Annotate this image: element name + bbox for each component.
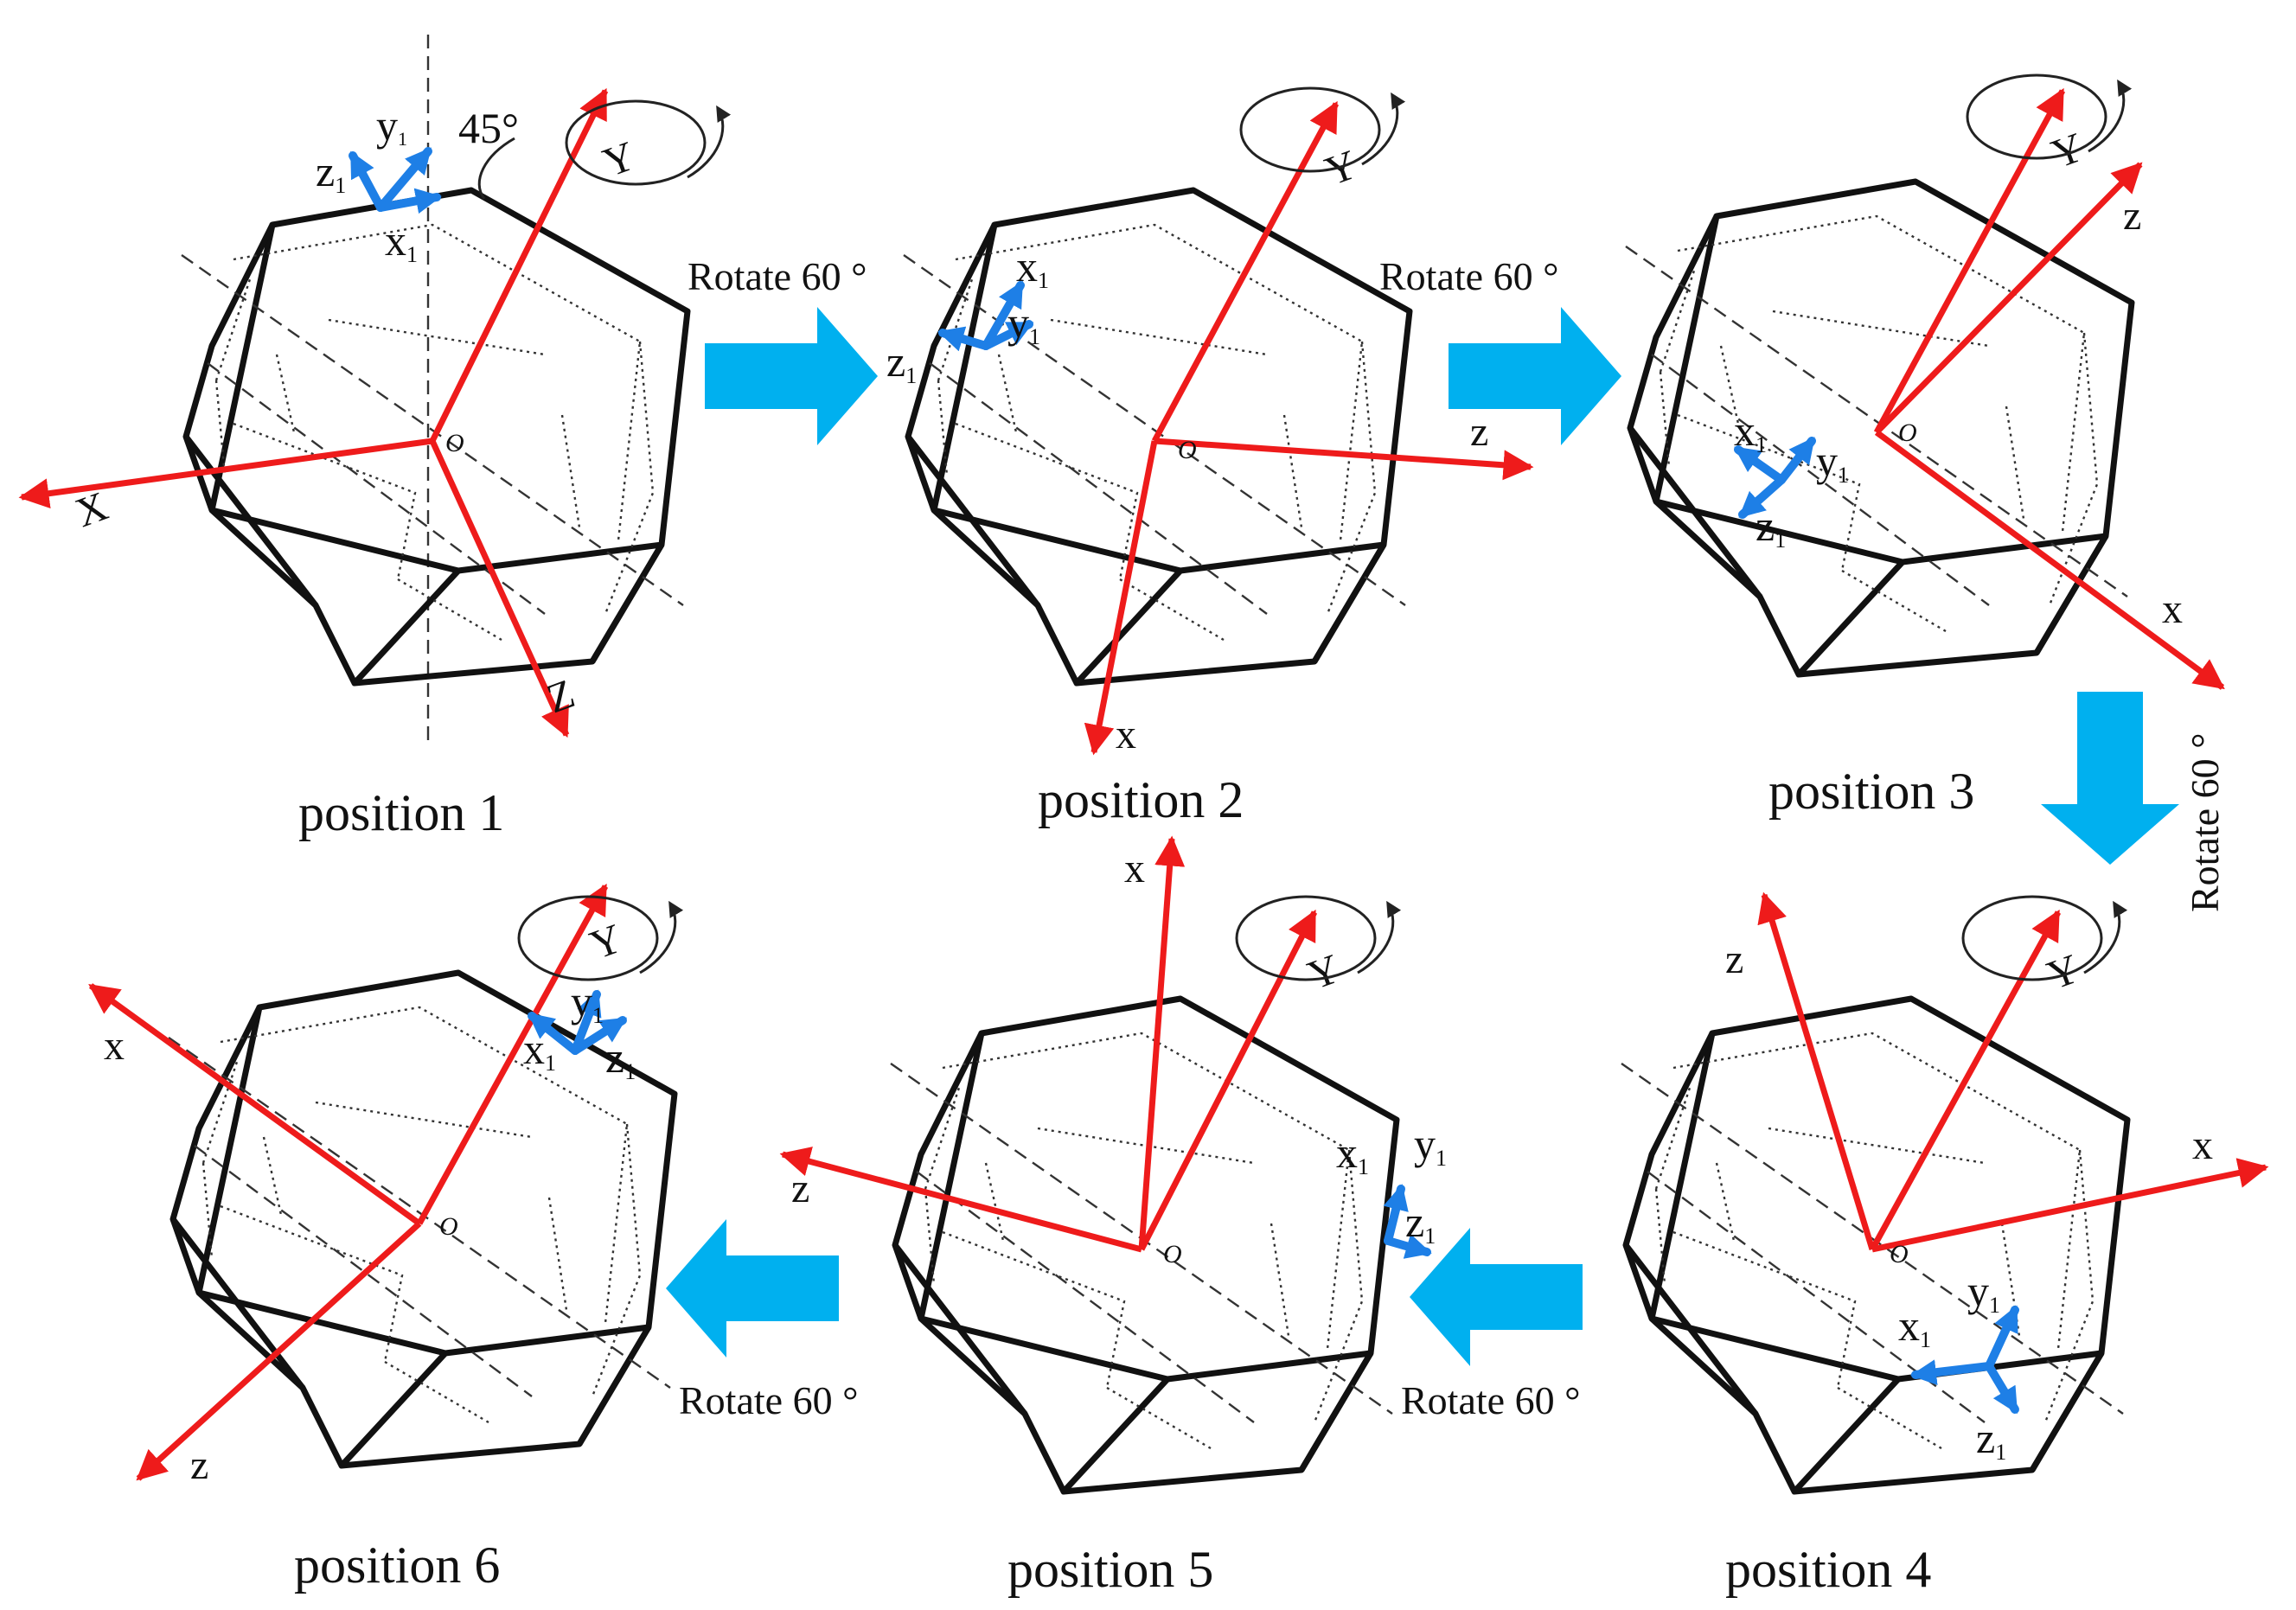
local-x-label: x1	[1016, 242, 1049, 293]
position-2: Y z x O x1 y1 z1 position 2	[886, 88, 1534, 828]
axis-label-z: Z	[541, 671, 581, 723]
local-y-label: y1	[376, 101, 407, 150]
local-axes	[1734, 437, 1816, 519]
axis-label-y: Y	[1302, 946, 1346, 1000]
local-y-label: y1	[1414, 1120, 1447, 1171]
local-axes	[528, 989, 628, 1055]
global-axes	[1084, 100, 1534, 756]
global-axes	[88, 883, 609, 1481]
origin-label: O	[445, 429, 464, 457]
local-axes	[937, 280, 1034, 352]
local-axes	[1383, 1184, 1432, 1259]
axis-label-z: z	[791, 1166, 809, 1211]
axis-label-y: Y	[598, 133, 642, 187]
rotate-label-3: Rotate 60 °	[2183, 733, 2227, 912]
caption: position 4	[1725, 1541, 1931, 1598]
local-axes	[349, 147, 442, 214]
rotate-label-5: Rotate 60 °	[679, 1378, 858, 1422]
caption: position 3	[1768, 763, 1974, 820]
rotation-indicator	[566, 101, 723, 184]
local-z-label: z1	[1976, 1414, 2006, 1465]
origin-label: O	[1890, 1240, 1909, 1268]
axis-label-x: x	[2192, 1122, 2213, 1168]
axis-label-x: x	[104, 1023, 125, 1069]
position-3: Y z x O x1 y1 z1 position 3	[1626, 75, 2225, 820]
axis-label-z: z	[1470, 409, 1488, 455]
global-axes	[1873, 87, 2225, 690]
local-x-label: x1	[1336, 1128, 1369, 1179]
origin-label: O	[1898, 418, 1917, 447]
local-x-label: x1	[385, 216, 418, 267]
position-4: Y z x O x1 y1 z1 position 4	[1621, 891, 2269, 1598]
global-axes	[18, 87, 609, 738]
position-6: Y x z O y1 x1 z1 position 6	[88, 883, 675, 1594]
rotate-label-1: Rotate 60 °	[688, 254, 867, 298]
caption: position 5	[1007, 1541, 1213, 1598]
axis-label-x: X	[70, 483, 114, 537]
axis-label-z: z	[2123, 193, 2141, 239]
origin-label: O	[439, 1212, 458, 1241]
origin-label: O	[1163, 1240, 1182, 1268]
axis-label-y: Y	[2046, 125, 2090, 178]
axis-label-x: x	[1124, 846, 1145, 891]
position-1: Y X Z O 45° y1 z1 x1 position 1	[18, 35, 723, 841]
axis-label-x: x	[2162, 586, 2183, 632]
arrow-rotate-4-5	[1410, 1228, 1583, 1366]
origin-label: O	[1178, 436, 1197, 464]
angle-label: 45°	[458, 104, 519, 152]
local-y-label: y1	[571, 977, 604, 1028]
local-x-label: x1	[523, 1025, 556, 1076]
local-y-label: y1	[1816, 437, 1849, 488]
local-z-label: z1	[886, 337, 917, 388]
arrow-rotate-3-4	[2041, 692, 2179, 865]
local-z-label: z1	[316, 147, 346, 198]
global-axes	[779, 835, 1318, 1253]
local-y-label: y1	[1007, 298, 1040, 349]
arrow-rotate-1-2	[705, 307, 878, 445]
caption: position 1	[298, 784, 504, 841]
axis-label-y: Y	[585, 916, 629, 969]
local-z-label: z1	[1756, 502, 1786, 553]
axis-label-z: z	[190, 1442, 208, 1488]
local-z-label: z1	[1405, 1198, 1436, 1249]
arrow-rotate-5-6	[666, 1219, 839, 1358]
rotate-label-4: Rotate 60 °	[1401, 1378, 1580, 1422]
axis-label-x: x	[1116, 712, 1136, 757]
angle-arc	[477, 137, 515, 200]
caption: position 6	[294, 1537, 500, 1594]
local-x-label: x1	[1734, 406, 1767, 457]
local-axes	[1910, 1305, 2019, 1415]
local-x-label: x1	[1898, 1301, 1931, 1352]
axis-label-z: z	[1725, 936, 1743, 982]
local-y-label: y1	[1967, 1267, 2000, 1318]
global-axes	[1757, 891, 2269, 1253]
position-5: Y x z O x1 y1 z1 position 5	[779, 835, 1447, 1598]
local-z-label: z1	[605, 1033, 636, 1084]
caption: position 2	[1038, 771, 1244, 828]
rotate-label-2: Rotate 60 °	[1379, 254, 1558, 298]
axis-label-y: Y	[2042, 946, 2086, 1000]
